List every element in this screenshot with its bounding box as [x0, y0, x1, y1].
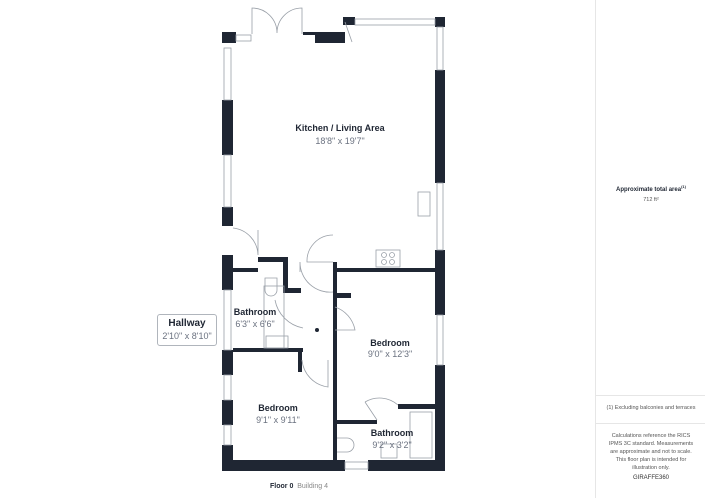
room-name-bedroom2: Bedroom — [258, 403, 298, 413]
room-size-bedroom2: 9'1" x 9'11" — [256, 415, 300, 425]
info-panel: Approximate total area(1) 712 ft² (1) Ex… — [595, 0, 705, 498]
walls — [222, 17, 445, 471]
room-size-bedroom1: 9'0" x 12'3" — [367, 349, 413, 359]
area-label-text: Approximate total area — [616, 187, 682, 193]
room-name-hallway: Hallway — [168, 318, 206, 329]
area-footnote-mark: (1) — [681, 184, 686, 189]
area-value: 712 ft² — [643, 197, 659, 203]
room-size-hallway: 2'10" x 8'10" — [162, 331, 212, 341]
disclaimer: Calculations reference the RICS IPMS 3C … — [608, 433, 694, 471]
room-size-bathroom2: 9'2" x 3'2" — [372, 440, 412, 450]
divider — [596, 423, 705, 424]
area-label: Approximate total area(1) — [596, 183, 705, 194]
building-label: Building 4 — [297, 483, 328, 490]
room-name-bathroom1: Bathroom — [233, 307, 277, 317]
brand-logo: GIRAFFE360 — [632, 475, 669, 481]
room-size-kitchen: 18'8" x 19'7" — [315, 136, 365, 146]
windows-doors — [223, 7, 444, 470]
room-size-bathroom1: 6'3" x 6'6" — [235, 319, 275, 329]
divider — [596, 395, 705, 396]
room-name-bedroom1: Bedroom — [370, 338, 410, 348]
floor-label: Floor 0 — [270, 483, 294, 490]
room-name-kitchen: Kitchen / Living Area — [295, 123, 385, 133]
hallway-label-box: Hallway 2'10" x 8'10" — [157, 314, 217, 346]
floor-caption: Floor 0 Building 4 — [270, 483, 328, 490]
footnote: (1) Excluding balconies and terraces — [606, 405, 696, 411]
room-name-bathroom2: Bathroom — [370, 428, 414, 438]
